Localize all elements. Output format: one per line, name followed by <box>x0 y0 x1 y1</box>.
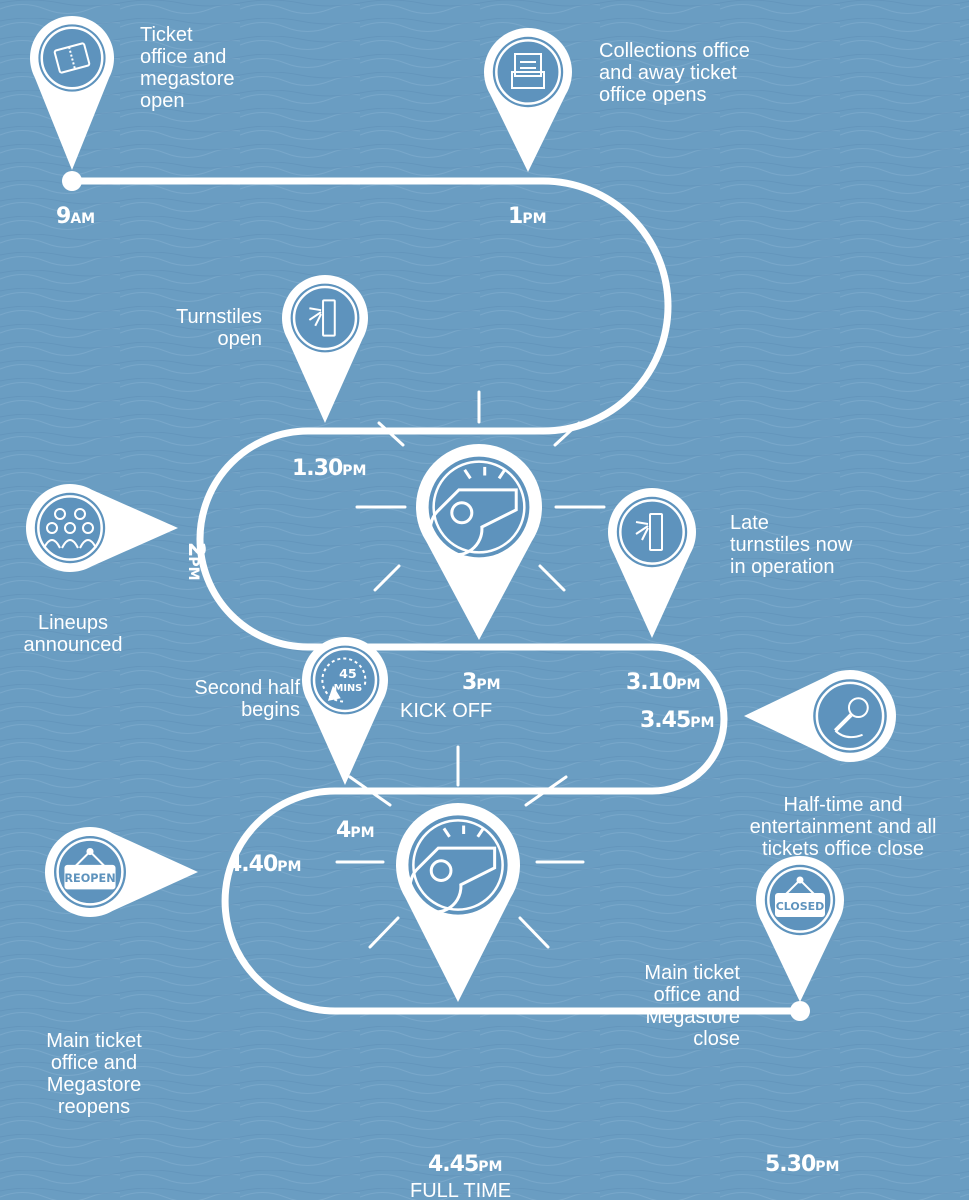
kick-off-rays <box>355 390 606 592</box>
time-3-45pm: 3.45PM <box>640 708 715 733</box>
time-2pm: 2PM <box>183 542 208 581</box>
label-full-time: FULL TIME <box>410 1180 512 1200</box>
whistle-icon <box>428 466 518 557</box>
ticket-icon <box>53 42 91 74</box>
turnstile-icon <box>308 299 336 337</box>
pin-half-time <box>744 670 896 762</box>
pin-collections-office <box>483 27 572 172</box>
closed-sign-text: CLOSED <box>776 900 825 913</box>
time-1pm: 1PM <box>508 204 547 229</box>
reopen-sign-icon: REOPEN <box>64 847 116 890</box>
documents-icon <box>511 53 545 89</box>
full-time-rays <box>335 745 585 949</box>
timeline-route <box>68 177 804 1015</box>
timer-unit: MINS <box>334 683 363 694</box>
time-5-30pm: 5.30PM <box>765 1152 840 1177</box>
pin-late-turnstiles <box>608 487 696 638</box>
time-4-45pm: 4.45PM <box>428 1152 503 1177</box>
pin-close: CLOSED <box>756 856 845 1002</box>
time-3-10pm: 3.10PM <box>626 670 701 695</box>
turnstile-icon <box>635 513 663 551</box>
route-start-dot <box>62 171 82 191</box>
closed-sign-icon: CLOSED <box>775 876 825 917</box>
route-end-dot <box>790 1001 810 1021</box>
time-4pm: 4PM <box>336 818 375 843</box>
pin-full-time <box>396 802 520 1002</box>
pin-ticket-office <box>29 16 114 171</box>
reopen-sign-text: REOPEN <box>64 872 115 885</box>
timer-value: 45 <box>339 666 357 681</box>
microphone-icon <box>833 697 869 739</box>
label-kick-off: KICK OFF <box>400 700 493 722</box>
time-1-30pm: 1.30PM <box>292 456 367 481</box>
pin-turnstiles <box>282 275 368 423</box>
time-9am: 9AM <box>56 204 96 229</box>
time-4-40pm: 4.40PM <box>227 852 302 877</box>
crowd-icon <box>43 508 97 549</box>
pin-kick-off <box>416 444 542 640</box>
pin-lineups <box>26 484 178 572</box>
time-3pm: 3PM <box>462 670 501 695</box>
whistle-icon <box>408 825 497 914</box>
pin-reopen: REOPEN <box>44 826 198 917</box>
